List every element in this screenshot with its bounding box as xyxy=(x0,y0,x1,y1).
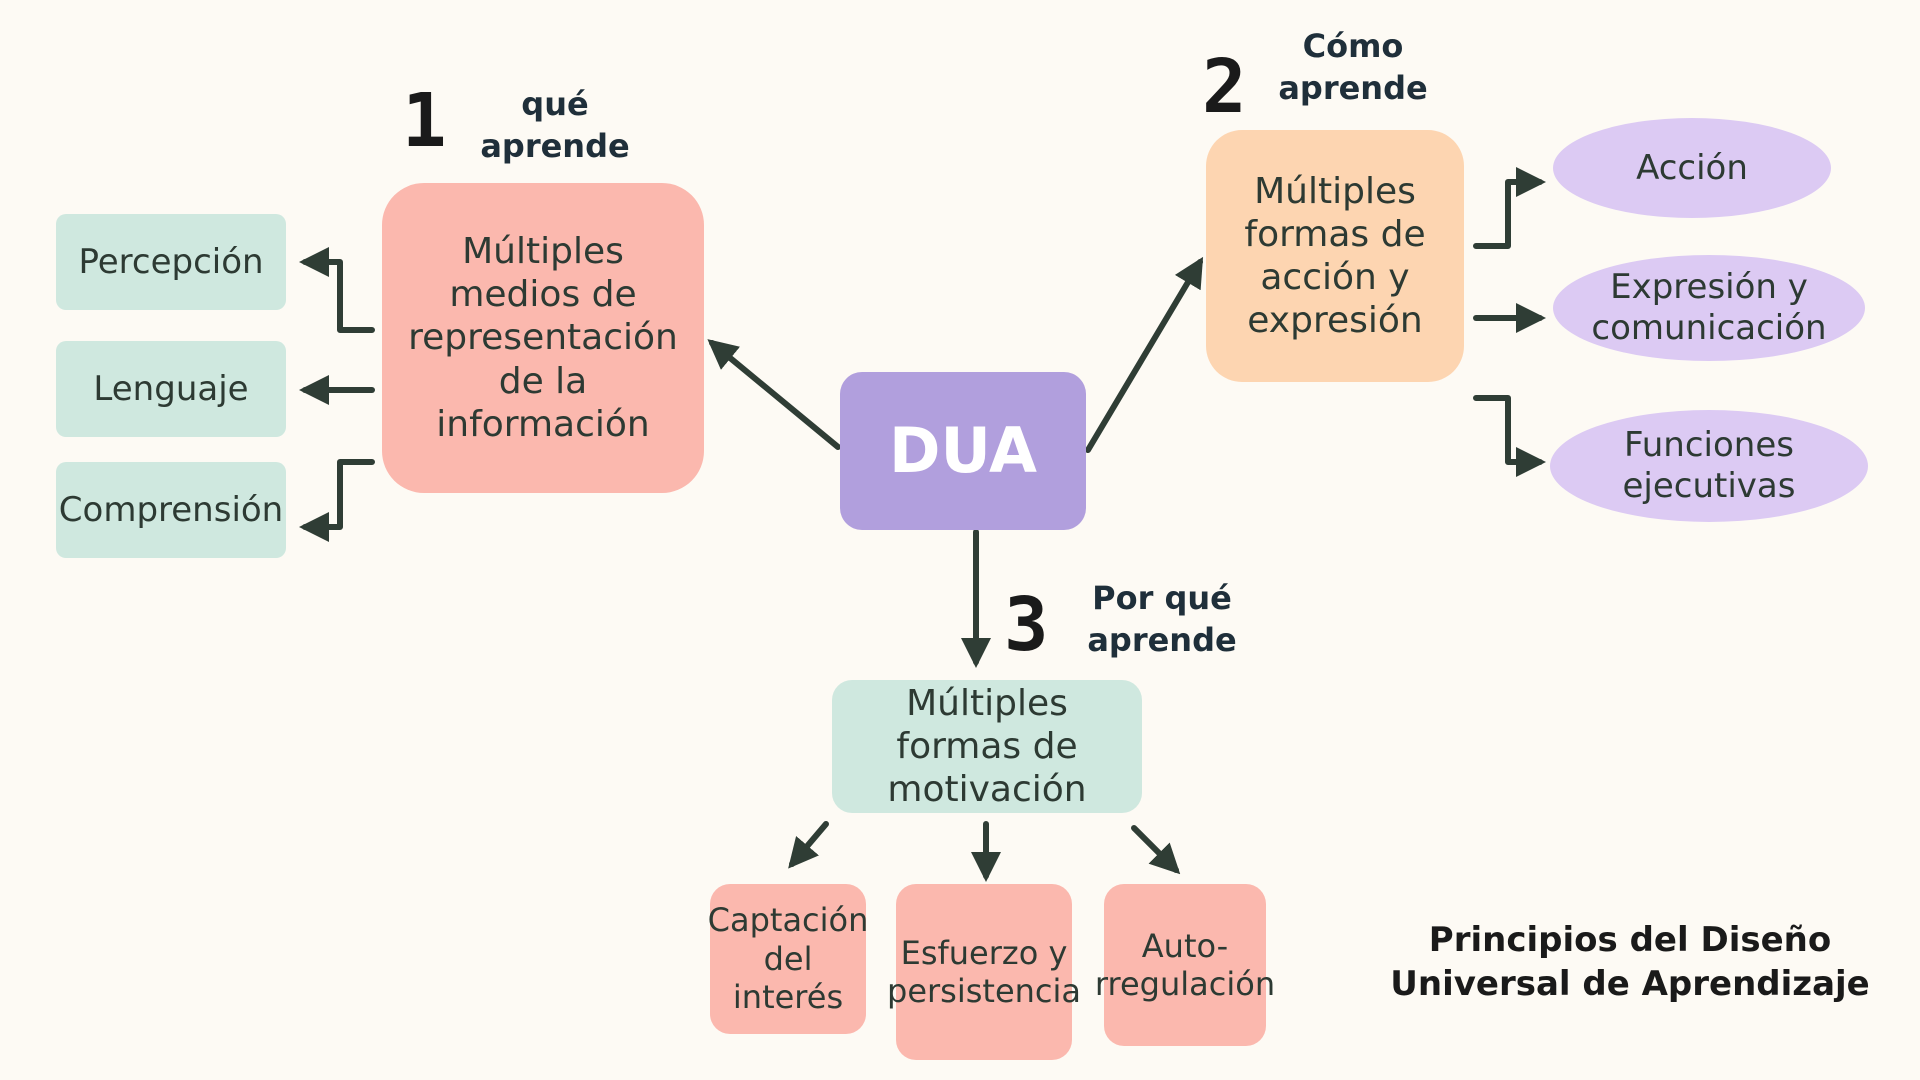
arrow-p1-item3 xyxy=(299,459,375,542)
p1-item-perception: Percepción xyxy=(56,214,286,310)
p3-item-selfregulation: Auto-rregulación xyxy=(1095,884,1275,1046)
principle-2-box: Múltiples formas de acción y expresión xyxy=(1206,130,1464,382)
arrow-p3-item1 xyxy=(788,821,829,869)
p3-item-interest: Captación del interés xyxy=(708,884,868,1034)
p1-item-language: Lenguaje xyxy=(56,341,286,437)
diagram-footer: Principios del Diseño Universal de Apren… xyxy=(1370,918,1890,1006)
principle-1-box: Múltiples medios de representación de la… xyxy=(382,183,704,493)
arrow-center-to-p1 xyxy=(707,339,841,450)
p1-item-comprehension: Comprensión xyxy=(56,462,286,558)
principle-1-caption: qué aprende xyxy=(480,85,630,165)
footer-line-1: Principios del Diseño xyxy=(1428,920,1832,960)
arrow-p3-item3 xyxy=(1131,825,1181,875)
principle-1-number: 1 xyxy=(402,78,447,164)
p3-item-effort: Esfuerzo y persistencia xyxy=(887,884,1081,1060)
center-node: DUA xyxy=(840,372,1086,530)
p2-item-action: Acción xyxy=(1553,118,1831,218)
principle-2-caption: Cómo aprende xyxy=(1278,27,1428,107)
principle-2-number: 2 xyxy=(1202,44,1247,130)
p2-item-expression: Expresión y comunicación xyxy=(1553,255,1865,361)
arrow-center-to-p2 xyxy=(1085,256,1204,453)
arrow-p1-item1 xyxy=(299,247,375,333)
footer-line-2: Universal de Aprendizaje xyxy=(1390,964,1870,1005)
principle-3-caption: Por qué aprende xyxy=(1087,579,1237,659)
arrow-p2-item3 xyxy=(1473,395,1546,477)
principle-3-number: 3 xyxy=(1004,582,1049,668)
p2-item-executive: Funciones ejecutivas xyxy=(1550,410,1868,522)
arrow-p2-item1 xyxy=(1473,167,1546,249)
principle-3-box: Múltiples formas de motivación xyxy=(832,680,1142,813)
